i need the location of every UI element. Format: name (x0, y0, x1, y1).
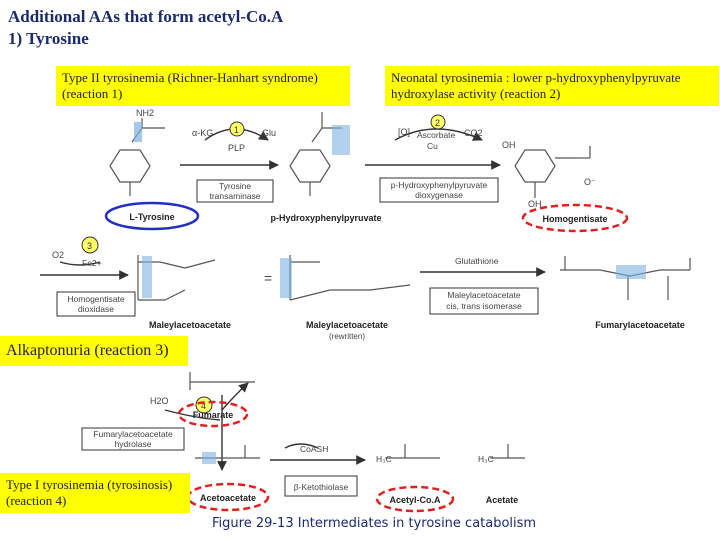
maleyl-2-structure (289, 255, 411, 301)
step-1-number: 1 (234, 125, 239, 135)
homogentisate-structure: OH (502, 140, 591, 198)
acetylcoa-structure (385, 444, 440, 459)
acetoacetate-label: Acetoacetate (200, 493, 256, 503)
step-2-number: 2 (435, 118, 440, 128)
homogentisate-label: Homogentisate (542, 214, 607, 224)
co2-label: CO2 (464, 128, 483, 138)
label-neonatal-tyrosinemia: Neonatal tyrosinemia : lower p-hydroxyph… (385, 66, 719, 106)
maleyl-2-label: Maleylacetoacetate (306, 320, 388, 330)
step-1-badge (229, 121, 245, 137)
homogentisate-ellipse (521, 203, 629, 233)
step-4-number: 4 (201, 401, 206, 411)
ascorbate-label: Ascorbate (417, 130, 456, 140)
step-3-number: 3 (87, 241, 92, 251)
maleyl-2-sub: (rewritten) (329, 332, 365, 341)
acetate-formula: H₃C (478, 454, 494, 464)
enzyme-2-line-1: p-Hydroxyphenylpyruvate (391, 180, 488, 190)
cu-label: Cu (427, 141, 438, 151)
o2-label: O2 (52, 250, 64, 260)
tyrosine-structure: NH2 (109, 108, 165, 196)
title-line-1: Additional AAs that form acetyl-Co.A (8, 7, 284, 26)
enzyme-3-line-1: Homogentisate (67, 294, 124, 304)
hpp-label: p-Hydroxyphenylpyruvate (270, 213, 381, 223)
svg-text:NH2: NH2 (136, 108, 154, 118)
hpp-structure (289, 112, 342, 196)
enzyme-3-line-2: dioxidase (78, 304, 114, 314)
enzyme-4-line-2: cis, trans isomerase (446, 301, 522, 311)
acetylcoa-formula: H₃C (376, 454, 392, 464)
homogentisate-oh: OH (528, 199, 542, 209)
fumarate-ellipse (177, 400, 249, 428)
glu-label: Glu (262, 128, 276, 138)
step-2-badge (430, 114, 446, 130)
tyrosine-ellipse (104, 201, 200, 231)
maleyl-1-structure (137, 255, 216, 301)
enzyme-4-box (429, 287, 539, 315)
label-type-ii-tyrosinemia: Type II tyrosinemia (Richner-Hanhart syn… (56, 66, 350, 106)
enzyme-5-line-1: Fumarylacetoacetate (93, 429, 173, 439)
maleyl-1-label: Maleylacetoacetate (149, 320, 231, 330)
fumaryl-label: Fumarylacetoacetate (595, 320, 685, 330)
acetylcoa-ellipse (375, 485, 455, 513)
enzyme-6-label: β-Ketothiolase (294, 482, 349, 492)
title-line-2: 1) Tyrosine (8, 29, 89, 48)
label-alkaptonuria: Alkaptonuria (reaction 3) (0, 336, 188, 366)
acetate-structure (490, 444, 525, 459)
enzyme-1-line-1: Tyrosine (219, 181, 251, 191)
enzyme-1-box (196, 179, 274, 203)
tyrosine-label: L-Tyrosine (129, 212, 174, 222)
enzyme-2-line-2: dioxygenase (415, 190, 463, 200)
enzyme-3-box (56, 291, 136, 317)
plp-label: PLP (228, 143, 245, 153)
akg-label: α-KG (192, 128, 213, 138)
enzyme-2-box (379, 177, 499, 203)
h2o-label: H2O (150, 396, 169, 406)
slide-title: Additional AAs that form acetyl-Co.A 1) … (8, 6, 283, 50)
equals-sign: = (264, 270, 272, 286)
label-type-i-tyrosinemia: Type I tyrosinemia (tyrosinosis) (reacti… (0, 473, 190, 513)
enzyme-5-line-2: hydrolase (115, 439, 152, 449)
enzyme-6-box (284, 475, 358, 497)
acetylcoa-label: Acetyl-Co.A (389, 495, 441, 505)
figure-caption: Figure 29-13 Intermediates in tyrosine c… (212, 516, 537, 531)
enzyme-5-box (81, 427, 185, 451)
step-4-badge (195, 396, 213, 414)
reaction-3-arrows (40, 261, 129, 280)
o-label: [O] (398, 127, 410, 137)
enzyme-1-line-2: transaminase (209, 191, 260, 201)
enzyme-4-line-1: Maleylacetoacetate (447, 290, 521, 300)
coash-label: CoASH (300, 444, 328, 454)
fumarate-label: Fumarate (193, 410, 234, 420)
fe-label: Fe2+ (82, 258, 102, 268)
svg-text:OH: OH (502, 140, 516, 150)
homogentisate-o: O⁻ (584, 177, 596, 187)
step-3-badge (81, 236, 99, 254)
glutathione-label: Glutathione (455, 256, 499, 266)
acetate-label: Acetate (486, 495, 519, 505)
reaction-thiolase-arrows (270, 443, 366, 465)
fumarate-structure (189, 372, 255, 390)
